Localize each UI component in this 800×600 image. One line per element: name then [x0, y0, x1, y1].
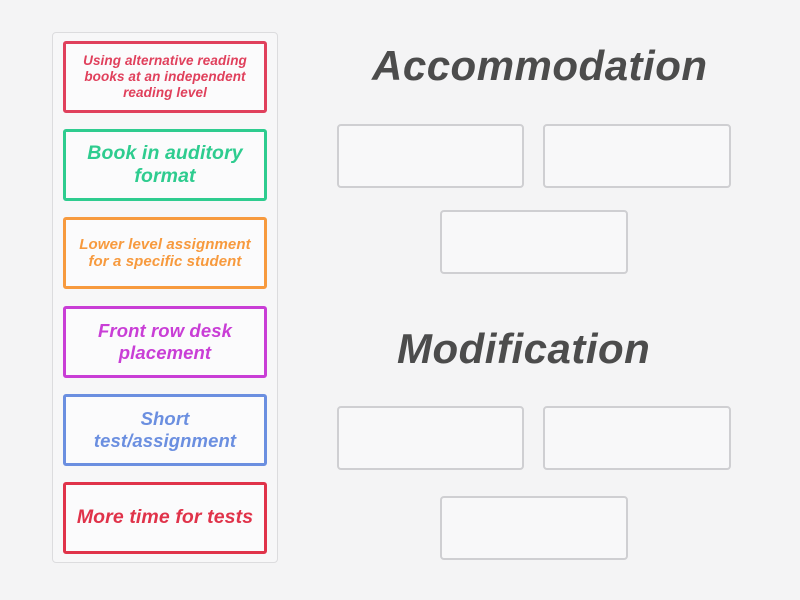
card-label: More time for tests [76, 506, 254, 529]
draggable-card-4[interactable]: Front row desk placement [63, 305, 267, 378]
accommodation-drop-zone-1[interactable] [337, 124, 524, 188]
draggable-card-3[interactable]: Lower level assignment for a specific st… [63, 217, 267, 290]
modification-drop-zone-1[interactable] [337, 406, 524, 470]
draggable-card-1[interactable]: Using alternative reading books at an in… [63, 41, 267, 113]
cards-panel[interactable]: Using alternative reading books at an in… [52, 32, 278, 563]
modification-drop-zone-3[interactable] [440, 496, 628, 560]
group-title-accommodation: Accommodation [372, 42, 708, 89]
draggable-card-2[interactable]: Book in auditory format [63, 129, 267, 202]
group-title-modification: Modification [397, 325, 651, 372]
draggable-card-5[interactable]: Short test/assignment [63, 393, 267, 466]
card-label: Short test/assignment [93, 407, 237, 451]
card-label: Book in auditory format [87, 142, 243, 188]
modification-drop-zone-2[interactable] [543, 406, 731, 470]
accommodation-drop-zone-2[interactable] [543, 124, 731, 188]
card-label: Lower level assignment for a specific st… [79, 235, 251, 271]
draggable-card-6[interactable]: More time for tests [63, 481, 267, 554]
card-label: Using alternative reading books at an in… [83, 53, 247, 100]
card-label: Front row desk placement [98, 319, 232, 363]
accommodation-drop-zone-3[interactable] [440, 210, 628, 274]
